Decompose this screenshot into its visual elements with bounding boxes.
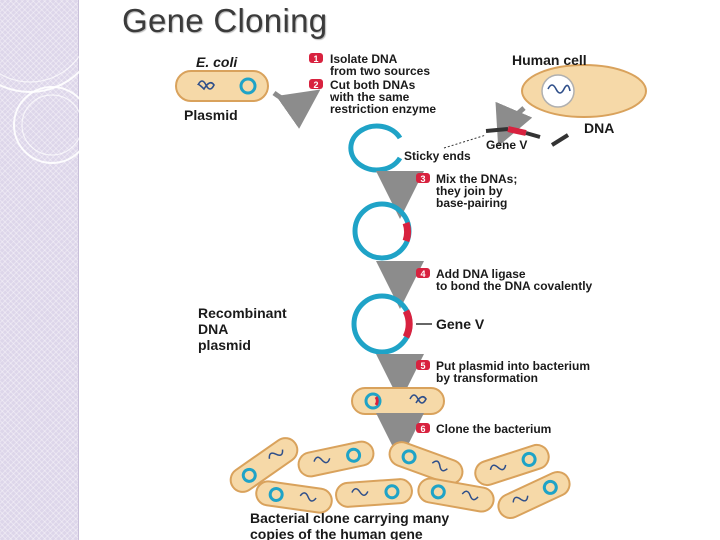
result-label-1: Bacterial clone carrying many [250, 510, 449, 526]
svg-text:Mix the DNAs;: Mix the DNAs; [436, 172, 517, 186]
sticky-ends-connector [443, 134, 487, 149]
svg-text:they join by: they join by [436, 184, 503, 198]
svg-text:2: 2 [313, 80, 318, 90]
svg-text:to bond the DNA covalently: to bond the DNA covalently [436, 279, 593, 293]
human-cell-label: Human cell [512, 53, 587, 68]
svg-text:with the same: with the same [329, 90, 410, 104]
svg-text:restriction enzyme: restriction enzyme [330, 102, 436, 116]
svg-text:1: 1 [313, 54, 318, 64]
step-2: 2 Cut both DNAs with the same restrictio… [309, 78, 436, 116]
bacterial-clone-cluster [229, 437, 571, 519]
recombinant-plasmid [351, 293, 413, 355]
gene-v-label: Gene V [486, 138, 527, 152]
dna-label: DNA [584, 120, 614, 136]
arrow-to-dna [495, 101, 533, 147]
step-4: 4 Add DNA ligase to bond the DNA covalen… [416, 267, 593, 293]
decorative-side-strip [0, 0, 79, 540]
svg-text:Cut both DNAs: Cut both DNAs [330, 78, 416, 92]
ecoli-label: E. coli [196, 54, 238, 70]
step-1: 1 Isolate DNA from two sources [309, 53, 430, 78]
result-label-2: copies of the human gene [250, 526, 423, 540]
svg-text:Put plasmid into bacterium: Put plasmid into bacterium [436, 359, 590, 373]
step-6: 6 Clone the bacterium [416, 422, 551, 436]
svg-text:6: 6 [420, 424, 425, 434]
sticky-ends-label: Sticky ends [404, 149, 471, 163]
human-cell [521, 64, 647, 118]
recombinant-label-1: Recombinant [198, 305, 287, 321]
plasmid-label: Plasmid [184, 107, 238, 123]
human-dna-fragment [485, 126, 570, 147]
svg-text:5: 5 [420, 361, 425, 371]
cut-plasmid [348, 123, 403, 173]
step-3: 3 Mix the DNAs; they join by base-pairin… [416, 172, 517, 210]
recombinant-label-2: DNA [198, 321, 228, 337]
joined-plasmid [352, 201, 412, 261]
svg-text:4: 4 [420, 269, 425, 279]
gene-cloning-diagram: E. coli Plasmid Human cell DNA Gene V St… [114, 53, 696, 540]
transformed-bacterium [351, 387, 445, 415]
step-5: 5 Put plasmid into bacterium by transfor… [416, 359, 590, 385]
svg-text:Add DNA ligase: Add DNA ligase [436, 267, 526, 281]
ecoli-cell [175, 70, 269, 102]
arrow-to-plasmid [272, 89, 321, 129]
svg-text:from two sources: from two sources [330, 64, 430, 78]
svg-text:Clone the bacterium: Clone the bacterium [436, 422, 551, 436]
recombinant-label-3: plasmid [198, 337, 251, 353]
svg-text:Isolate DNA: Isolate DNA [330, 53, 398, 66]
svg-text:by transformation: by transformation [436, 371, 538, 385]
svg-text:3: 3 [420, 174, 425, 184]
svg-text:base-pairing: base-pairing [436, 196, 507, 210]
slide-title: Gene Cloning [122, 2, 328, 39]
gene-v-final-label: Gene V [436, 316, 485, 332]
